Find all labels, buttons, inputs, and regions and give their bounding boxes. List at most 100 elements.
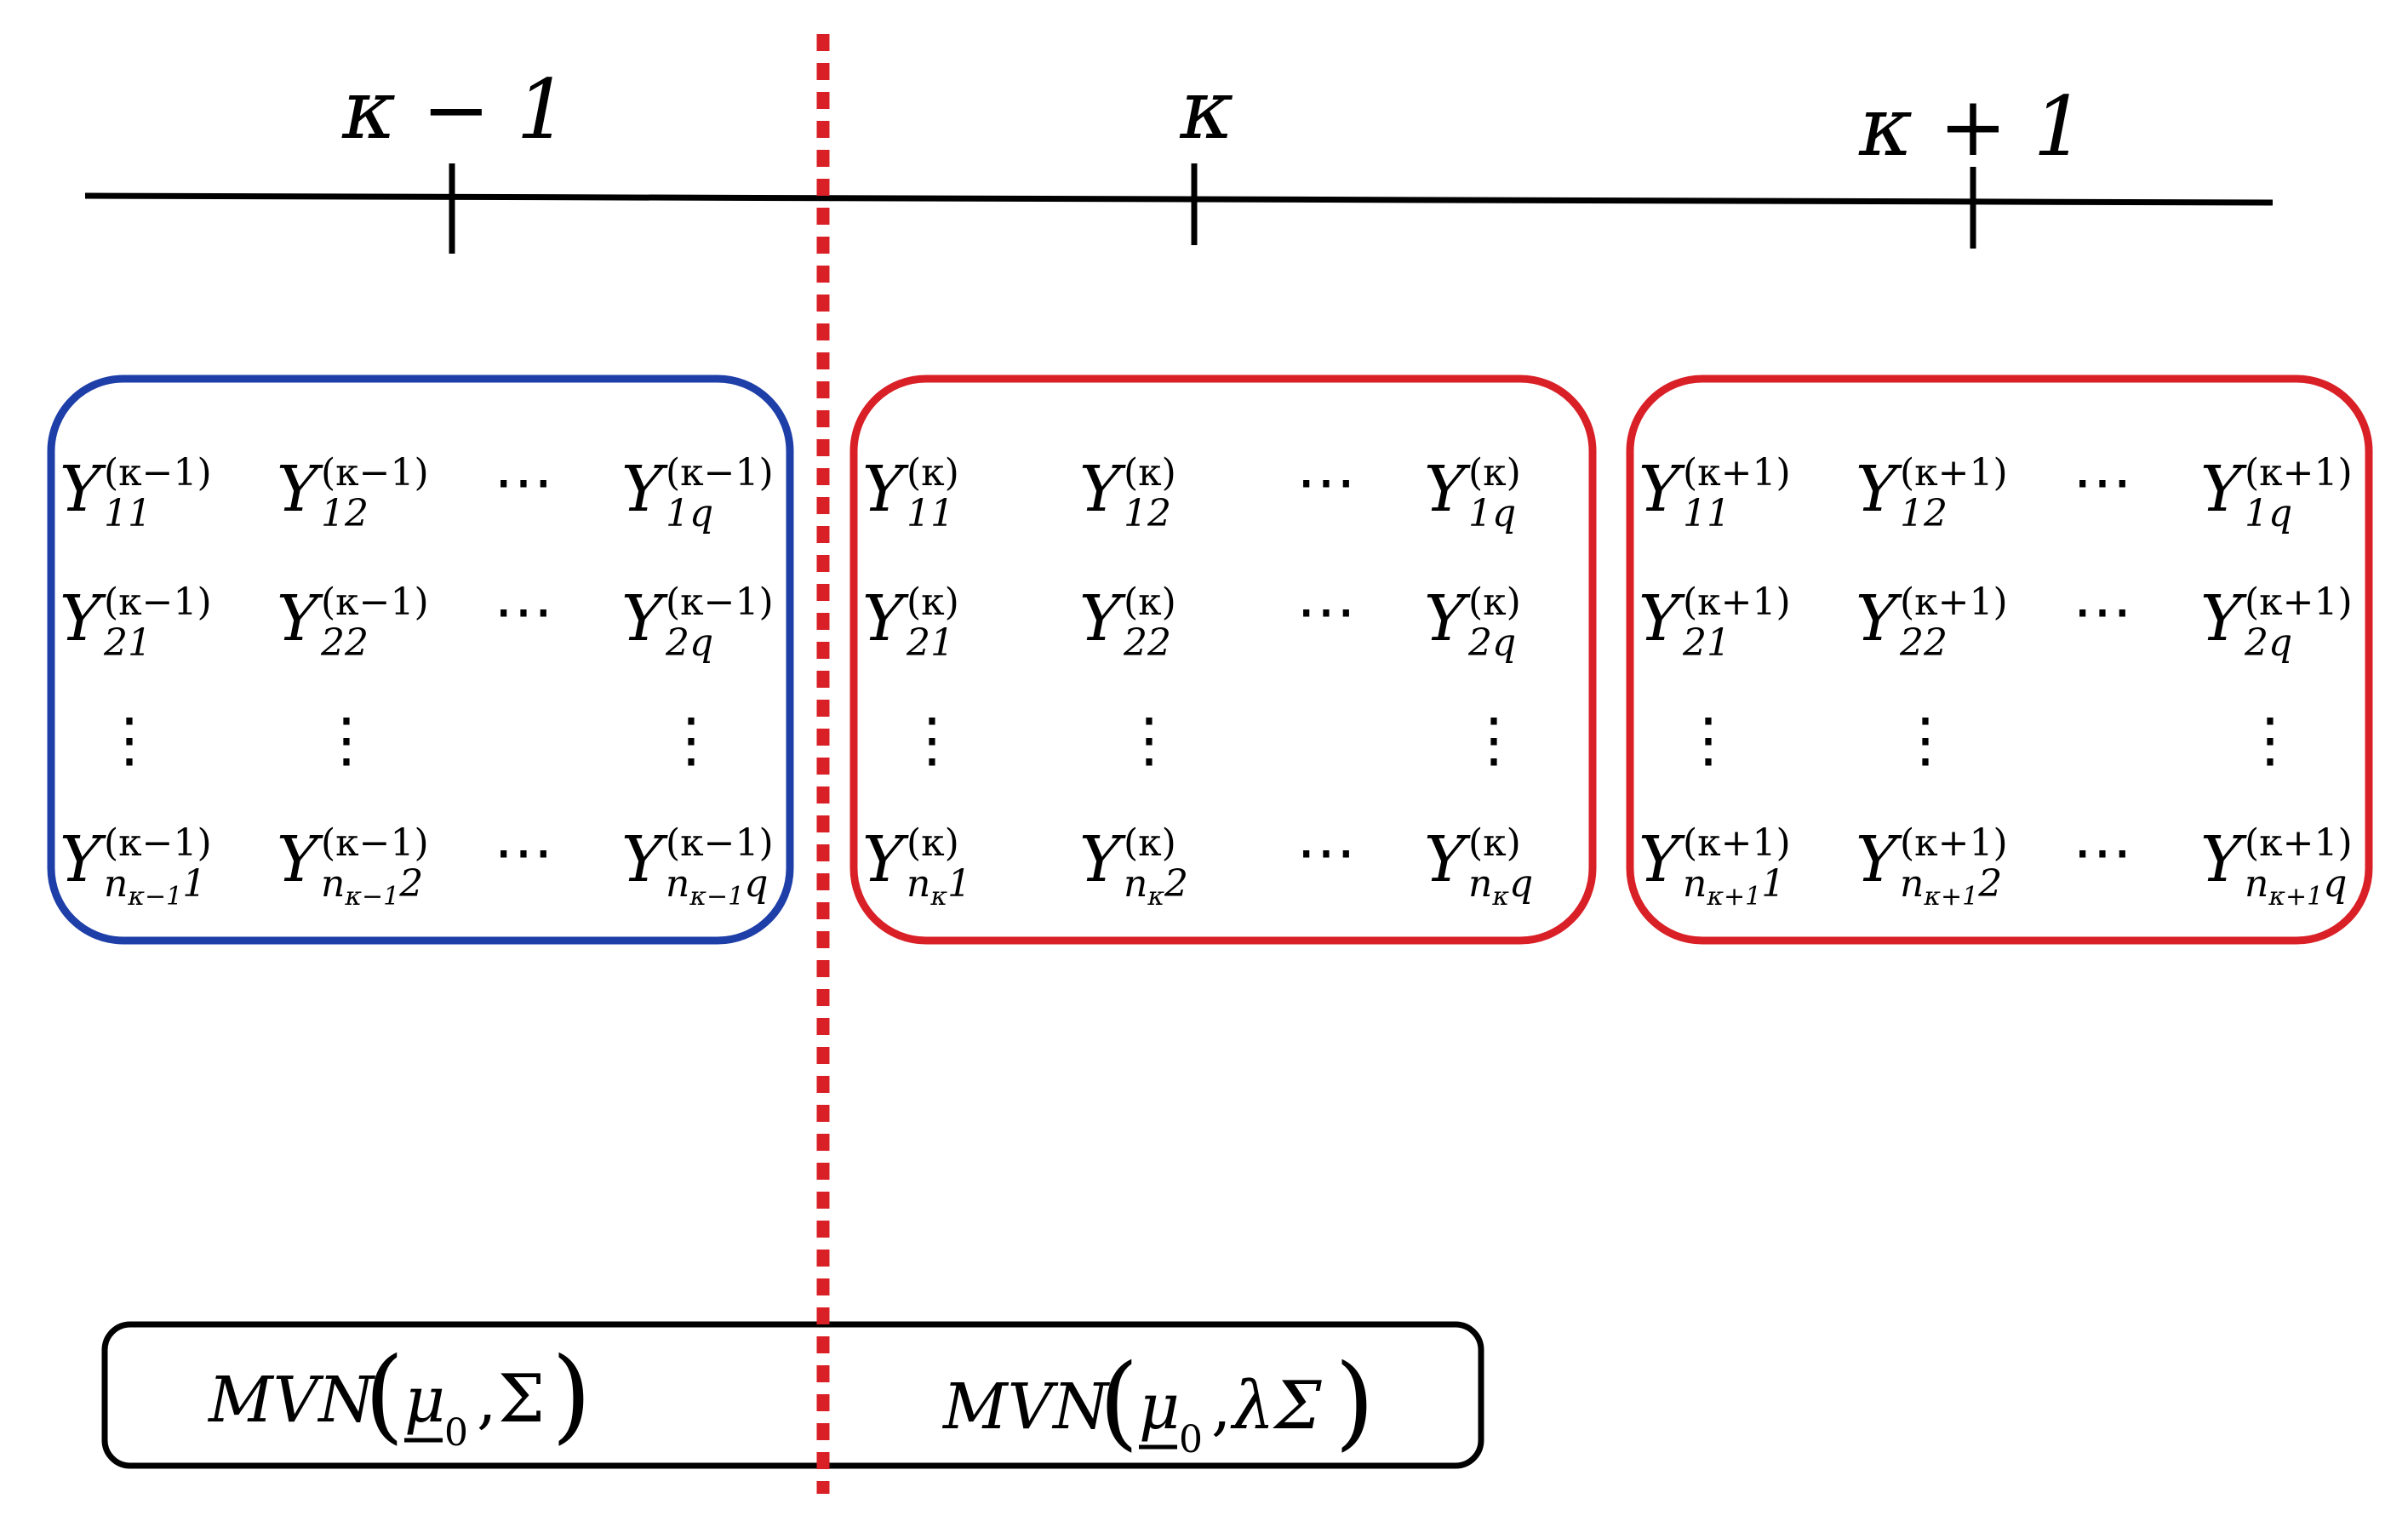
row-ellipsis: ⋯ — [494, 576, 553, 646]
cell-symbol: Y — [1424, 582, 1471, 655]
cell-subscript: nκq — [1468, 862, 1533, 912]
label-k-plus-1: κ + 1 — [1858, 79, 2085, 174]
svg-text:Y: Y — [862, 582, 909, 655]
cell-superscript: (κ+1) — [1683, 451, 1791, 495]
cell-superscript: (κ+1) — [1683, 821, 1791, 865]
cell-symbol: Y — [1079, 582, 1126, 655]
cell-symbol: Y — [60, 582, 106, 655]
cell-subscript: nκ−1q — [666, 862, 768, 912]
svg-text:μ: μ — [1139, 1370, 1180, 1444]
cell-symbol: Y — [862, 453, 909, 526]
cell-superscript: (κ) — [1468, 821, 1521, 865]
matrix-cell: Y(κ−1)21 — [60, 580, 212, 665]
cell-superscript: (κ+1) — [1900, 451, 2008, 495]
svg-text:Y: Y — [1079, 582, 1126, 655]
svg-text:MVN: MVN — [941, 1370, 1110, 1444]
svg-text:Σ: Σ — [498, 1361, 545, 1438]
cell-subscript: nκ−12 — [321, 862, 423, 912]
cell-superscript: (κ) — [907, 451, 959, 495]
matrix-cell: Y(κ+1)21 — [1639, 580, 1791, 665]
row-ellipsis: ⋯ — [2073, 576, 2132, 646]
cell-subscript: nκ−11 — [104, 862, 206, 912]
svg-text:0: 0 — [444, 1411, 468, 1455]
cell-superscript: (κ−1) — [666, 451, 774, 495]
cell-subscript: nκ+12 — [1900, 862, 2002, 912]
row-ellipsis: ⋯ — [1296, 447, 1356, 517]
cell-superscript: (κ) — [907, 580, 959, 624]
matrix-cell: Y(κ)12 — [1079, 451, 1176, 535]
cell-superscript: (κ) — [1124, 580, 1176, 624]
svg-text:Y: Y — [2200, 453, 2247, 526]
cell-superscript: (κ+1) — [2245, 821, 2353, 865]
cell-symbol: Y — [1856, 453, 1902, 526]
cell-superscript: (κ+1) — [1900, 821, 2008, 865]
dist-right-sep: , — [1211, 1370, 1232, 1444]
column-ellipsis: ⋮ — [100, 705, 159, 775]
row-ellipsis: ⋯ — [494, 447, 553, 517]
cell-symbol: Y — [1079, 453, 1126, 526]
column-ellipsis: ⋮ — [1679, 705, 1738, 775]
dist-right-mean-sub: 0 — [1179, 1418, 1203, 1461]
cell-symbol: Y — [1856, 582, 1902, 655]
svg-text:Y: Y — [1424, 453, 1471, 526]
matrix-cell: Y(κ−1)22 — [277, 580, 429, 665]
cell-subscript: 22 — [1899, 621, 1948, 665]
svg-text:μ: μ — [404, 1364, 445, 1437]
matrix-cell: Y(κ−1)nκ−1q — [621, 821, 774, 912]
matrix-cell: Y(κ−1)nκ−11 — [60, 821, 212, 912]
cell-superscript: (κ−1) — [321, 451, 429, 495]
dist-left-name: MVN — [207, 1364, 375, 1437]
svg-text:Y: Y — [1639, 823, 1685, 896]
cell-subscript: nκ+11 — [1683, 862, 1785, 912]
cell-superscript: (κ) — [1468, 580, 1521, 624]
cell-symbol: Y — [621, 823, 668, 896]
cell-superscript: (κ+1) — [2245, 580, 2353, 624]
cell-subscript: 22 — [320, 621, 369, 665]
dist-right-open-paren: ( — [1099, 1343, 1139, 1461]
matrix-cell: Y(κ−1)1q — [621, 451, 774, 535]
cell-subscript: 12 — [1900, 492, 1948, 535]
matrix-cell: Y(κ+1)1q — [2200, 451, 2353, 535]
svg-text:Y: Y — [862, 823, 909, 896]
svg-text:Y: Y — [60, 582, 106, 655]
svg-text:Y: Y — [1424, 823, 1471, 896]
svg-text:Y: Y — [277, 823, 323, 896]
cell-superscript: (κ−1) — [321, 821, 429, 865]
cell-subscript: 2q — [665, 621, 713, 665]
cell-symbol: Y — [2200, 453, 2247, 526]
cell-symbol: Y — [277, 453, 323, 526]
block-at-change — [849, 375, 1597, 945]
svg-text:Y: Y — [621, 453, 668, 526]
cell-superscript: (κ) — [907, 821, 959, 865]
matrix-cell: Y(κ+1)12 — [1856, 451, 2008, 535]
svg-text:Y: Y — [1079, 453, 1126, 526]
matrix-cell: Y(κ+1)nκ+12 — [1856, 821, 2008, 912]
svg-text:,: , — [477, 1364, 497, 1437]
svg-text:Y: Y — [1639, 582, 1685, 655]
column-ellipsis: ⋮ — [902, 705, 962, 775]
matrix-cell: Y(κ+1)nκ+11 — [1639, 821, 1791, 912]
cell-symbol: Y — [621, 582, 668, 655]
column-ellipsis: ⋮ — [1464, 705, 1524, 775]
matrix-cell: Y(κ−1)nκ−12 — [277, 821, 429, 912]
column-ellipsis: ⋮ — [1119, 705, 1179, 775]
dist-left-open-paren: ( — [364, 1336, 404, 1455]
matrix-cell: Y(κ+1)22 — [1856, 580, 2008, 665]
row-ellipsis: ⋯ — [1296, 576, 1356, 646]
svg-text:Y: Y — [2200, 582, 2247, 655]
cell-symbol: Y — [621, 453, 668, 526]
column-ellipsis: ⋮ — [2240, 705, 2300, 775]
cell-symbol: Y — [2200, 582, 2247, 655]
cell-subscript: 1q — [2245, 492, 2292, 535]
cell-superscript: (κ+1) — [1900, 580, 2008, 624]
dist-right-close-paren: ) — [1335, 1343, 1375, 1461]
cell-subscript: 11 — [907, 492, 954, 535]
svg-text:Y: Y — [1424, 582, 1471, 655]
matrix-cell: Y(κ−1)2q — [621, 580, 774, 665]
cell-superscript: (κ+1) — [2245, 451, 2353, 495]
column-ellipsis: ⋮ — [661, 705, 721, 775]
label-k-minus-1: κ − 1 — [341, 62, 569, 157]
cell-subscript: 2q — [1467, 621, 1516, 665]
